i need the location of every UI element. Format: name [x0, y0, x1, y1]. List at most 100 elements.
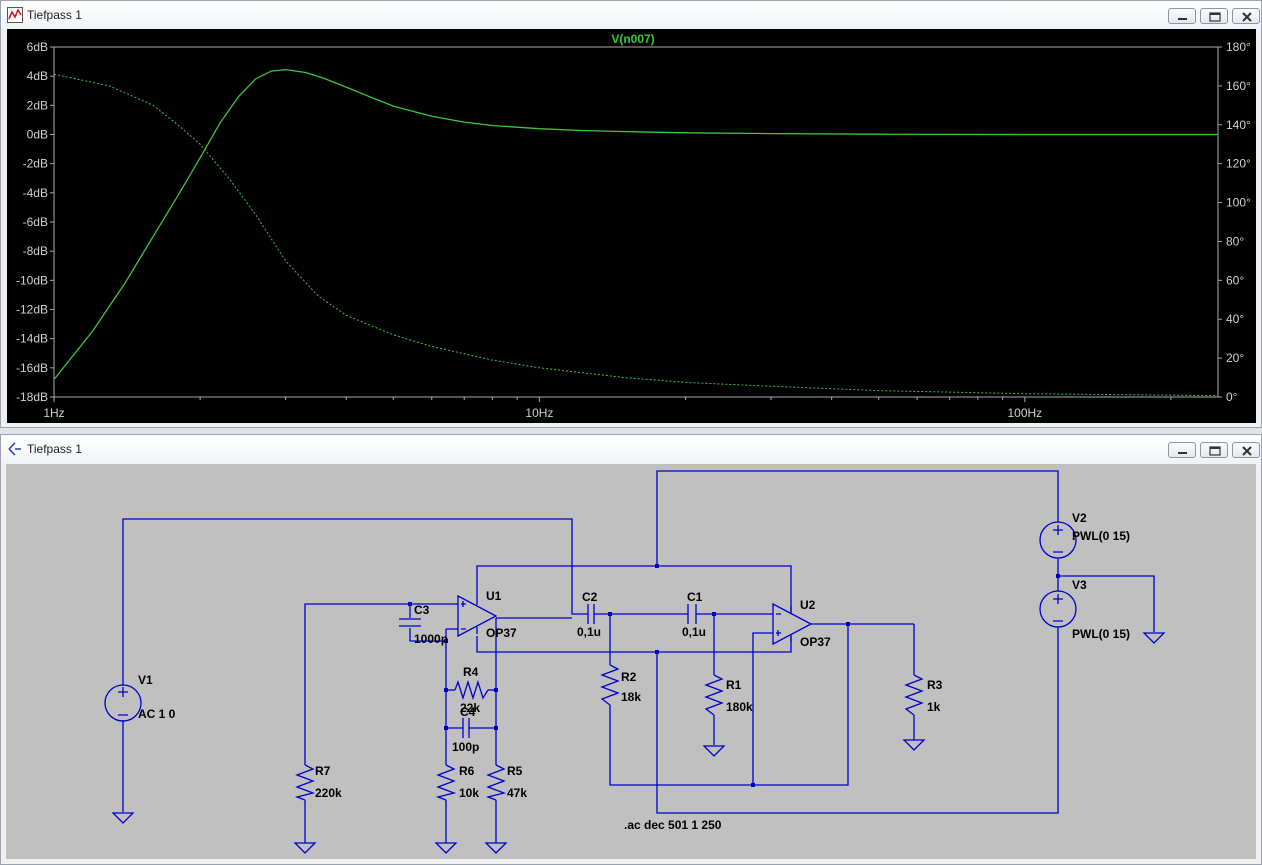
y-left-tick-label: 4dB: [27, 69, 48, 83]
r2-label: R2: [621, 670, 637, 684]
y-right-tick-label: 100°: [1226, 196, 1251, 210]
r7-value: 220k: [315, 786, 342, 800]
c2-label: C2: [582, 590, 598, 604]
u2-opamp[interactable]: [772, 602, 813, 646]
wire: [476, 636, 792, 653]
restore-icon: [1209, 446, 1221, 456]
r3-value: 1k: [927, 700, 941, 714]
magnitude-trace: [53, 68, 1218, 380]
y-right-tick-label: 140°: [1226, 118, 1251, 132]
maximize-button[interactable]: [1200, 8, 1228, 24]
schematic-window-titlebar[interactable]: Tiefpass 1: [1, 435, 1261, 465]
schematic-icon: [8, 442, 21, 456]
y-right-tick-label: 40°: [1226, 312, 1244, 326]
close-button[interactable]: [1232, 442, 1260, 458]
ground-icon: [111, 812, 135, 824]
r2-resistor[interactable]: [600, 664, 620, 706]
y-left-tick-label: 2dB: [27, 98, 48, 112]
r3-label: R3: [927, 678, 943, 692]
c2-value: 0,1u: [577, 625, 601, 639]
r5-value: 47k: [507, 786, 527, 800]
v2-label: V2: [1072, 511, 1087, 525]
v2-value: PWL(0 15): [1072, 529, 1130, 543]
close-button[interactable]: [1232, 8, 1260, 24]
y-right-tick-label: 120°: [1226, 157, 1251, 171]
waveform-icon: [7, 7, 23, 23]
wire: [304, 603, 458, 765]
r6-value: 10k: [459, 786, 479, 800]
v1-source[interactable]: [104, 684, 142, 722]
y-left-tick-label: -8dB: [23, 244, 48, 258]
y-right-tick-label: 60°: [1226, 273, 1244, 287]
x-tick-label: 100Hz: [1007, 406, 1042, 420]
v3-source[interactable]: [1039, 590, 1077, 628]
minimize-button[interactable]: [1168, 442, 1196, 458]
v2-source[interactable]: [1039, 521, 1077, 559]
schematic-pane[interactable]: V1 AC 1 0 V2 PWL(0 15) V3 PWL(0 15) U1 O…: [6, 464, 1256, 859]
v3-label: V3: [1072, 578, 1087, 592]
y-left-tick-label: -4dB: [23, 186, 48, 200]
minimize-icon: [1178, 18, 1187, 20]
wire: [656, 627, 1059, 814]
r6-label: R6: [459, 764, 475, 778]
y-left-tick-label: -14dB: [16, 332, 48, 346]
ground-icon: [293, 842, 317, 854]
y-right-tick-label: 20°: [1226, 351, 1244, 365]
bode-plot[interactable]: 6dB4dB2dB0dB-2dB-4dB-6dB-8dB-10dB-12dB-1…: [7, 29, 1256, 423]
junctions: [408, 564, 1060, 787]
minimize-button[interactable]: [1168, 8, 1196, 24]
c1-value: 0,1u: [682, 625, 706, 639]
c2-capacitor[interactable]: [587, 604, 595, 624]
plot-window-titlebar[interactable]: Tiefpass 1: [1, 1, 1261, 31]
circuit-schematic[interactable]: V1 AC 1 0 V2 PWL(0 15) V3 PWL(0 15) U1 O…: [6, 464, 1256, 859]
u2-label: U2: [800, 598, 816, 612]
restore-icon: [1209, 12, 1221, 22]
ground-icon: [902, 739, 926, 751]
close-icon: [1242, 12, 1252, 22]
r5-label: R5: [507, 764, 523, 778]
r4-value: 22k: [460, 701, 480, 715]
maximize-button[interactable]: [1200, 442, 1228, 458]
r6-resistor[interactable]: [435, 764, 457, 801]
u1-label: U1: [486, 589, 502, 603]
minimize-icon: [1178, 452, 1187, 454]
y-right-tick-label: 80°: [1226, 234, 1244, 248]
u2-model: OP37: [800, 635, 831, 649]
c3-capacitor[interactable]: [399, 618, 421, 627]
close-icon: [1242, 446, 1252, 456]
phase-trace: [53, 73, 1219, 397]
r7-resistor[interactable]: [294, 764, 316, 801]
v3-value: PWL(0 15): [1072, 627, 1130, 641]
r2-value: 18k: [621, 690, 641, 704]
wire: [1058, 575, 1155, 632]
y-left-tick-label: -6dB: [23, 215, 48, 229]
r4-label: R4: [463, 665, 479, 679]
u1-opamp[interactable]: [457, 594, 498, 638]
r1-value: 180k: [726, 700, 753, 714]
c3-value: 1000p: [414, 632, 448, 646]
c1-label: C1: [687, 590, 703, 604]
wire: [609, 624, 849, 786]
y-right-tick-label: 0°: [1226, 390, 1238, 404]
wire: [656, 470, 1059, 566]
spice-directive[interactable]: .ac dec 501 1 250: [624, 818, 722, 832]
v1-value: AC 1 0: [138, 707, 176, 721]
r1-resistor[interactable]: [704, 674, 724, 716]
r3-resistor[interactable]: [904, 674, 924, 716]
r5-resistor[interactable]: [485, 764, 507, 801]
ground-icon: [1142, 632, 1166, 644]
c4-capacitor[interactable]: [462, 718, 470, 738]
x-tick-label: 10Hz: [525, 406, 553, 420]
wire: [752, 632, 773, 785]
y-left-tick-label: -18dB: [16, 390, 48, 404]
c4-value: 100p: [452, 740, 479, 754]
trace-title: V(n007): [611, 32, 654, 46]
wire: [122, 518, 588, 685]
r4-resistor[interactable]: [454, 679, 489, 701]
schematic-window-title: Tiefpass 1: [27, 442, 82, 456]
wire: [409, 628, 446, 642]
ground-icon: [434, 842, 458, 854]
c1-capacitor[interactable]: [687, 604, 697, 624]
